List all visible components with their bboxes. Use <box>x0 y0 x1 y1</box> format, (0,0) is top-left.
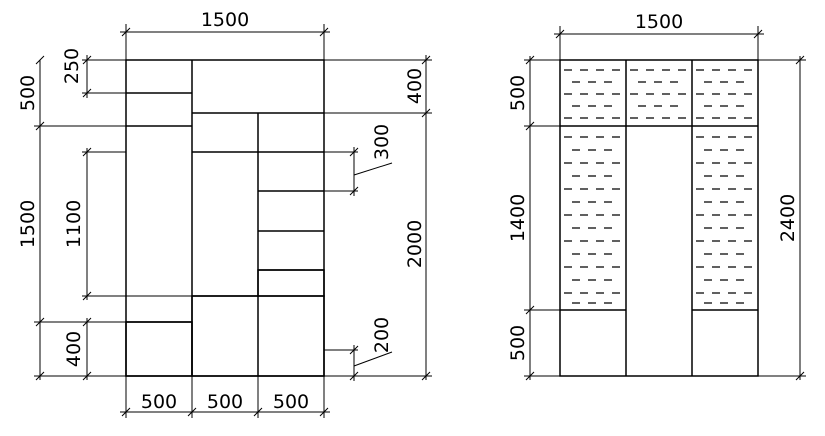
dim-right-view-1400: 1400 <box>507 194 529 242</box>
weave-panel-upper <box>257 269 325 297</box>
dim-bottom-3: 500 <box>273 391 309 413</box>
left-dimension-labels: 1500 250 500 1500 1100 400 400 300 2000 … <box>17 9 426 413</box>
dim-left-top-width: 1500 <box>201 9 249 31</box>
dim-left-400: 400 <box>63 331 85 367</box>
dim-right-200: 200 <box>371 317 393 353</box>
dim-left-1500: 1500 <box>17 200 39 248</box>
dim-right-2000: 2000 <box>404 220 426 268</box>
dim-left-1100: 1100 <box>63 200 85 248</box>
dim-bottom-2: 500 <box>207 391 243 413</box>
left-dimension-lines <box>34 24 432 418</box>
dim-right-400: 400 <box>404 68 426 104</box>
right-dimension-labels: 1500 500 1400 500 2400 <box>507 11 799 361</box>
left-cabinet-frame <box>125 59 325 377</box>
dim-right-view-2400: 2400 <box>777 194 799 242</box>
left-elevation: 1500 250 500 1500 1100 400 400 300 2000 … <box>17 9 432 418</box>
dim-bottom-1: 500 <box>141 391 177 413</box>
crosshatch-panel <box>125 321 193 377</box>
right-elevation: 1500 500 1400 500 2400 <box>507 11 806 381</box>
dim-left-500: 500 <box>17 75 39 111</box>
dim-right-view-top-width: 1500 <box>635 11 683 33</box>
glass-dashes <box>564 69 752 304</box>
right-dimension-lines <box>524 26 806 381</box>
right-cabinet-frame <box>559 59 759 377</box>
dim-left-250: 250 <box>61 48 83 84</box>
dim-right-view-500-top: 500 <box>507 75 529 111</box>
dim-right-view-500-bottom: 500 <box>507 325 529 361</box>
dim-right-300: 300 <box>371 124 393 160</box>
